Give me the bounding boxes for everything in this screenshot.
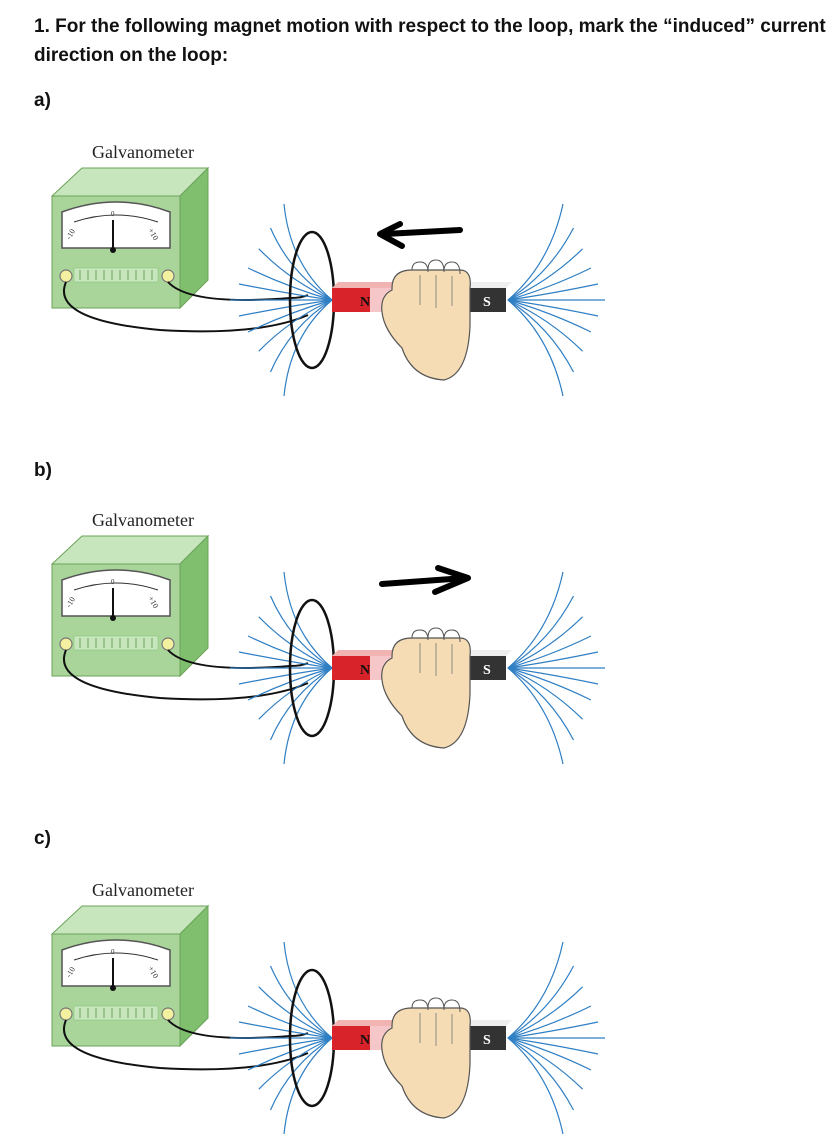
hand <box>381 627 471 749</box>
terminal-left <box>59 269 73 283</box>
connecting-wires <box>63 649 309 701</box>
scale-zero-label: 0 <box>111 578 115 586</box>
magnet-s-label: S <box>483 295 491 310</box>
figure-b: Galvanometer -10 0 +10 <box>40 498 620 768</box>
scale-zero-label: 0 <box>111 210 115 218</box>
motion-arrow-right <box>379 565 471 595</box>
galvanometer-dial <box>61 569 171 617</box>
galvanometer-dial <box>61 939 171 987</box>
terminal-left <box>59 637 73 651</box>
field-lines-south <box>507 941 605 1135</box>
galvanometer-label: Galvanometer <box>92 142 194 162</box>
galvanometer: -10 0 +10 <box>50 166 210 310</box>
magnet-n-label: N <box>360 1033 370 1048</box>
question-text: 1. For the following magnet motion with … <box>34 16 826 66</box>
connecting-wires <box>63 281 309 333</box>
galvanometer: -10 0 +10 <box>50 904 210 1048</box>
part-a-label: a) <box>34 90 51 111</box>
connecting-wires <box>63 1019 309 1071</box>
terminal-right <box>161 1007 175 1021</box>
terminal-left <box>59 1007 73 1021</box>
scale-zero-label: 0 <box>111 948 115 956</box>
galvanometer-label: Galvanometer <box>92 510 194 530</box>
hand <box>381 259 471 381</box>
hand <box>381 997 471 1119</box>
magnet-s-label: S <box>483 663 491 678</box>
motion-arrow-left <box>377 221 463 249</box>
magnet-n-label: N <box>360 295 370 310</box>
field-lines-north <box>230 571 333 765</box>
galvanometer: -10 0 +10 <box>50 534 210 678</box>
terminal-right <box>161 637 175 651</box>
figure-a: Galvanometer -10 0 +10 <box>40 130 620 400</box>
field-lines-north <box>230 941 333 1135</box>
terminal-right <box>161 269 175 283</box>
field-lines-south <box>507 203 605 397</box>
magnet-s-label: S <box>483 1033 491 1048</box>
field-lines-south <box>507 571 605 765</box>
galvanometer-dial <box>61 201 171 249</box>
figure-c: Galvanometer -10 0 +10 <box>40 868 620 1138</box>
part-b-label: b) <box>34 460 52 481</box>
part-c-label: c) <box>34 828 51 849</box>
galvanometer-label: Galvanometer <box>92 880 194 900</box>
magnet-n-label: N <box>360 663 370 678</box>
field-lines-north <box>230 203 333 397</box>
